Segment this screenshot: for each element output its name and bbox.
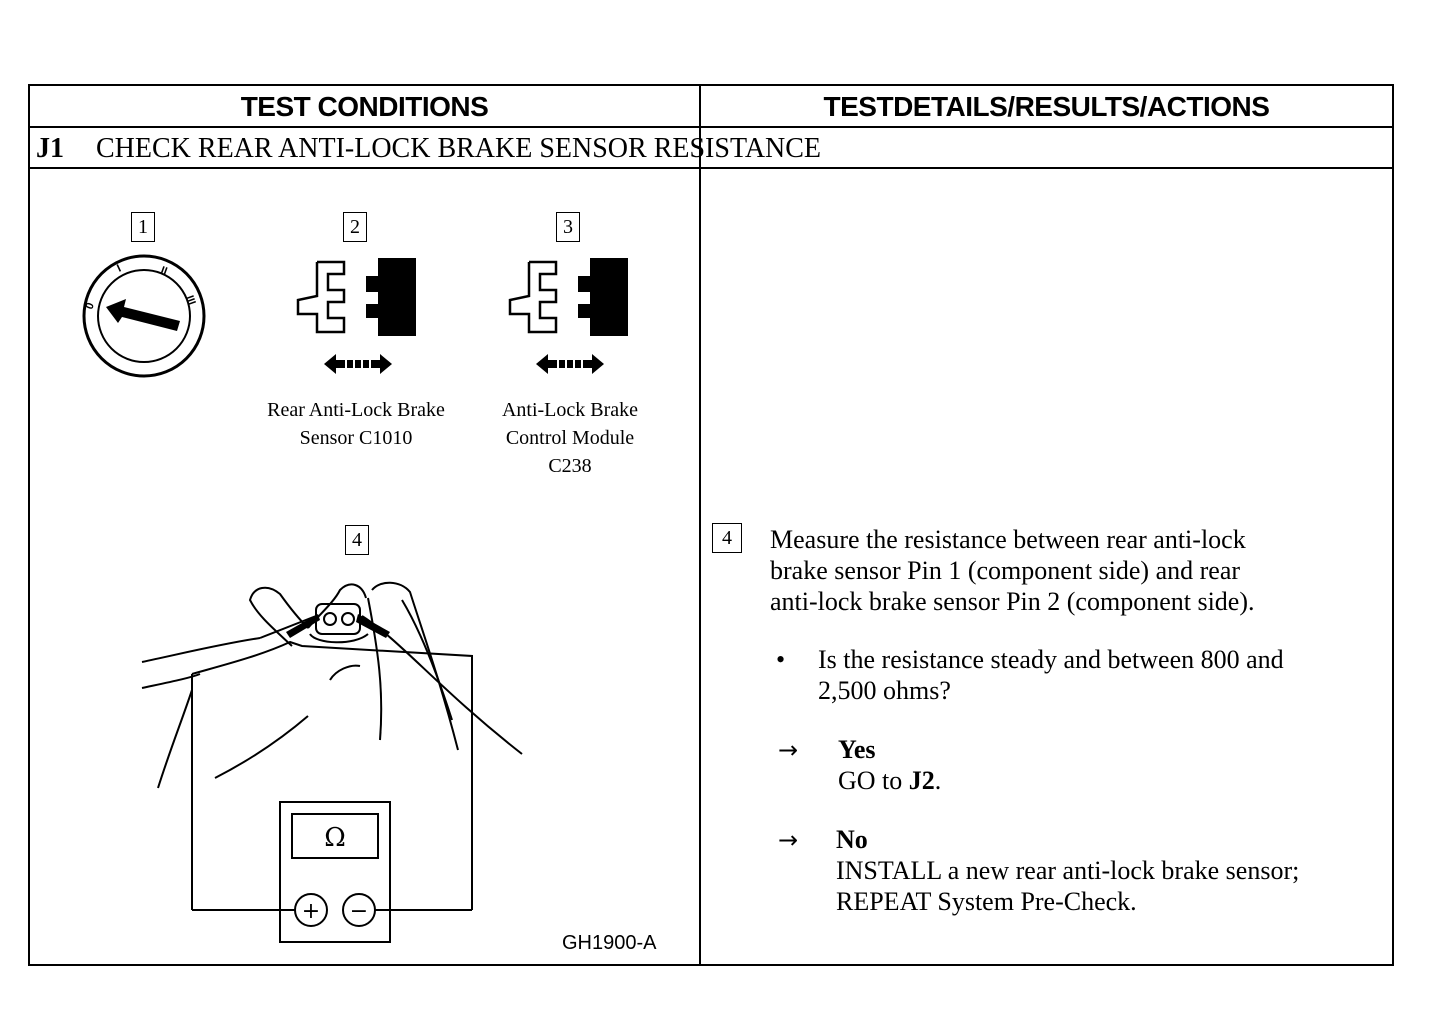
test-details-header: TESTDETAILS/RESULTS/ACTIONS [823,91,1270,122]
no-branch: No INSTALL a new rear anti-lock brake se… [836,824,1299,917]
test-table [28,84,1394,966]
step-divider [28,167,1394,169]
yes-action: GO to J2. [838,765,941,796]
question-line-1: Is the resistance steady and between 800… [818,645,1284,674]
yes-action-prefix: GO to [838,766,909,795]
no-action-line-2: REPEAT System Pre-Check. [836,887,1137,916]
no-action-line-1: INSTALL a new rear anti-lock brake senso… [836,856,1300,885]
step-title-row: J1 CHECK REAR ANTI-LOCK BRAKE SENSOR RES… [36,130,821,168]
caption-control-module-line2: Control Module [505,427,635,449]
caption-control-module: Anti-Lock Brake Control Module C238 [470,396,670,480]
bullet-icon: • [776,645,786,674]
figure-number-2: 2 [343,212,367,242]
column-divider [699,84,701,966]
header-divider [28,126,1394,128]
figure-number-3: 3 [556,212,580,242]
step-title: CHECK REAR ANTI-LOCK BRAKE SENSOR RESIST… [96,133,822,164]
ohm-symbol: Ω [324,823,346,853]
caption-rear-sensor: Rear Anti-Lock Brake Sensor C1010 [236,396,476,452]
arrow-right-icon: → [778,826,799,854]
step-id: J1 [36,133,64,164]
ignition-switch-icon: 0 I II III [82,254,206,378]
test-conditions-header: TEST CONDITIONS [240,91,489,122]
caption-rear-sensor-line2: Sensor C1010 [299,427,413,449]
ignition-pos-2: II [159,265,169,278]
no-label: No [836,825,868,854]
figure-number-4: 4 [345,525,369,555]
ignition-pos-0: 0 [84,301,97,311]
instruction-line-1: Measure the resistance between rear anti… [770,525,1246,554]
yes-action-suffix: . [934,766,942,795]
question-text: Is the resistance steady and between 800… [818,644,1284,706]
connector-disconnect-icon [508,258,628,374]
minus-terminal: − [350,899,368,924]
plus-terminal: + [302,899,320,924]
figure-code: GH1900-A [562,932,657,954]
ignition-pos-1: I [115,263,123,275]
caption-rear-sensor-line1: Rear Anti-Lock Brake [267,399,445,421]
caption-control-module-line1: Anti-Lock Brake [501,399,639,421]
ignition-pos-3: III [183,294,197,307]
ohmmeter-measurement-illustration: Ω + − [141,581,523,943]
arrow-right-icon: → [778,736,799,764]
detail-number-4: 4 [712,523,742,553]
instruction-line-2: brake sensor Pin 1 (component side) and … [770,556,1241,585]
question-line-2: 2,500 ohms? [818,676,951,705]
yes-action-target: J2 [908,766,935,795]
yes-label: Yes [838,735,876,764]
yes-branch: Yes GO to J2. [838,734,941,796]
figure-number-1: 1 [131,212,155,242]
instruction-text: Measure the resistance between rear anti… [770,524,1255,617]
connector-disconnect-icon [296,258,416,374]
caption-control-module-line3: C238 [548,455,592,477]
instruction-line-3: anti-lock brake sensor Pin 2 (component … [770,587,1255,616]
